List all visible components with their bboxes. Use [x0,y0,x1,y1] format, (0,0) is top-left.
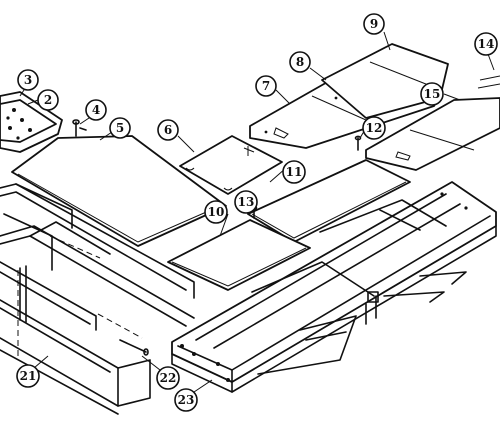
callout-8-label: 8 [296,55,304,69]
part-plate-7-8-9 [249,43,449,149]
callout-11-label: 11 [286,165,303,179]
callout-4-label: 4 [92,103,100,117]
callout-13-label: 13 [238,195,255,209]
callout-23-label: 23 [178,393,195,407]
callout-10: 10 [204,200,228,224]
callout-6: 6 [157,119,179,141]
part-left-frame [0,183,195,415]
part-right-frame [171,181,497,393]
part-bolt-4 [72,119,87,137]
callout-4: 4 [85,99,107,121]
callout-14: 14 [474,32,498,56]
callout-5-label: 5 [116,121,124,135]
callout-23: 23 [174,388,198,412]
part-plate-6 [179,135,283,195]
callout-9: 9 [363,13,385,35]
callout-3: 3 [17,69,39,91]
callout-22-label: 22 [160,371,177,385]
callout-15: 15 [420,82,444,106]
part-plate-5 [11,135,227,247]
callout-3-label: 3 [24,73,32,87]
callout-12-label: 12 [366,121,383,135]
callout-21-label: 21 [20,369,37,383]
callout-11: 11 [282,160,306,184]
callout-6-label: 6 [164,123,172,137]
callout-14-label: 14 [478,37,495,51]
callout-7: 7 [255,75,277,97]
callout-22: 22 [156,366,180,390]
part-plate-2 [0,91,63,153]
callout-8: 8 [289,51,311,73]
callout-12: 12 [362,116,386,140]
callout-9-label: 9 [370,17,378,31]
part-plate-14-15 [365,75,500,171]
part-plate-10 [167,219,311,291]
part-bolt-12 [354,135,362,151]
callout-7-label: 7 [262,79,270,93]
callout-2-label: 2 [44,93,52,107]
callout-15-label: 15 [424,87,441,101]
callout-21: 21 [16,364,40,388]
callout-5: 5 [109,117,131,139]
callout-10-label: 10 [208,205,225,219]
callout-13: 13 [234,190,258,214]
leader-lines [19,31,495,393]
callout-2: 2 [37,89,59,111]
